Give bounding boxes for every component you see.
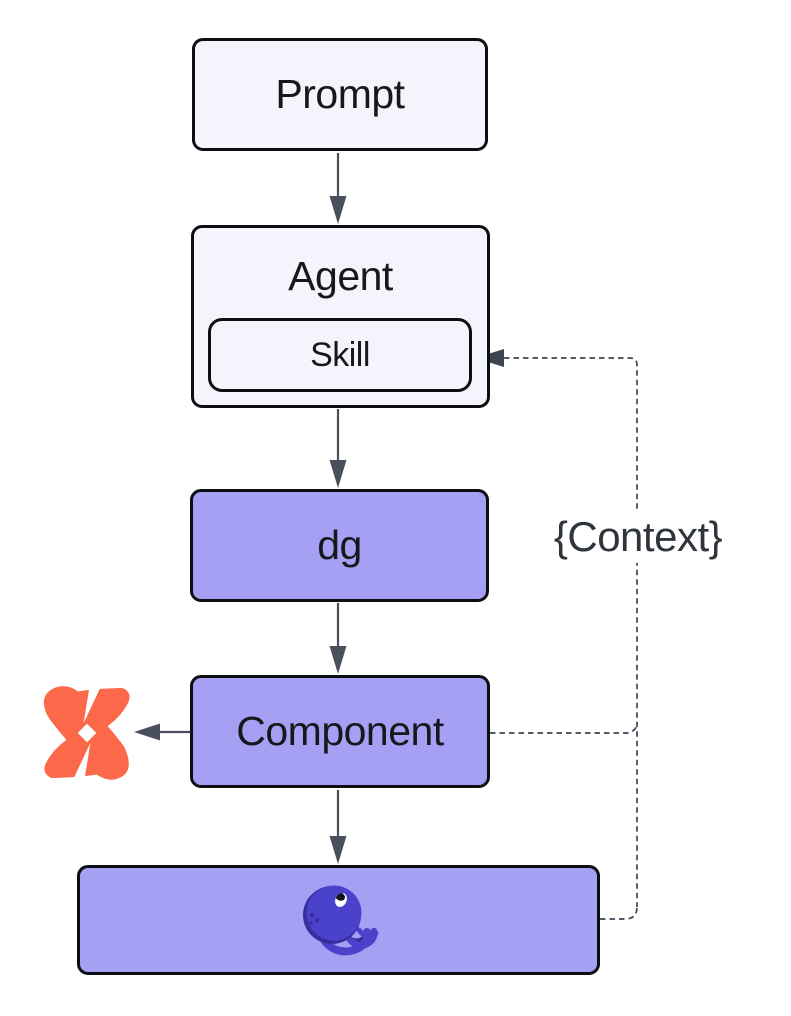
arrowhead-runtime xyxy=(329,836,347,864)
node-prompt: Prompt xyxy=(192,38,488,151)
octopus-icon xyxy=(302,885,378,956)
dashed-runtime-branch xyxy=(600,906,638,920)
context-edge-label: {Context} xyxy=(528,511,748,563)
arrowhead-component xyxy=(329,646,347,674)
node-skill-label: Skill xyxy=(310,335,370,374)
node-agent-label: Agent xyxy=(288,253,393,299)
node-component-label: Component xyxy=(236,708,444,754)
node-dg: dg xyxy=(190,489,489,602)
node-prompt-label: Prompt xyxy=(275,71,405,117)
node-component: Component xyxy=(190,675,490,788)
node-runtime-box xyxy=(77,865,600,975)
arrowhead-agent xyxy=(329,196,347,224)
dbt-logo-icon xyxy=(43,686,130,780)
node-skill: Skill xyxy=(208,318,472,392)
arrowhead-dbt xyxy=(134,723,160,741)
node-agent: Agent Skill xyxy=(191,225,490,408)
node-dg-label: dg xyxy=(317,522,362,568)
dashed-context-main xyxy=(504,357,638,907)
arrowhead-dg xyxy=(329,460,347,488)
dashed-component-branch xyxy=(490,723,638,734)
